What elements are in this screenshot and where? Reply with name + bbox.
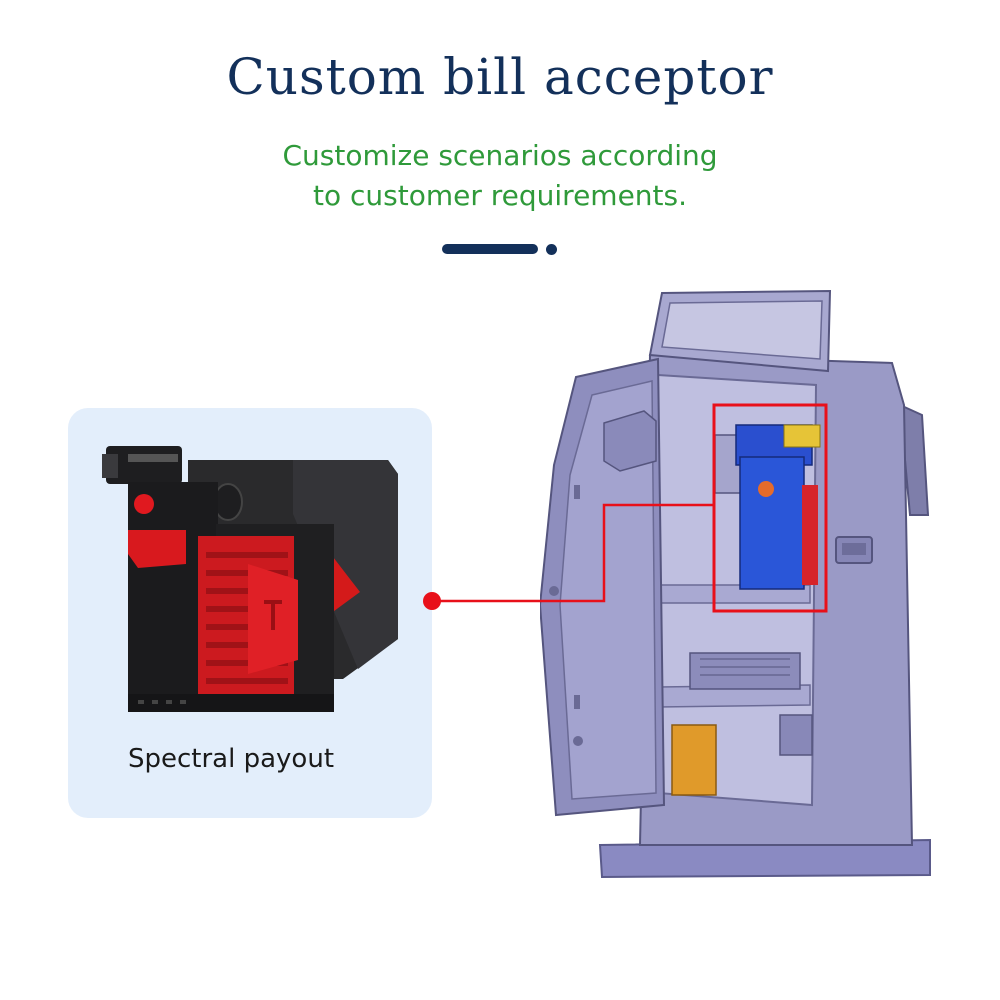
highlight-box <box>712 403 828 613</box>
product-card: Spectral payout <box>68 408 432 818</box>
subtitle-line-2: to customer requirements. <box>312 179 688 212</box>
decorative-divider-bar <box>442 244 538 254</box>
decorative-divider-dot <box>546 244 557 255</box>
card-label: Spectral payout <box>128 744 335 774</box>
page-subtitle: Customize scenarios according to custome… <box>0 136 1000 216</box>
bill-acceptor-icon <box>102 446 398 712</box>
kiosk-diagram-icon <box>540 289 931 879</box>
page-title: Custom bill acceptor <box>226 48 774 106</box>
subtitle-line-1: Customize scenarios according <box>282 139 718 172</box>
